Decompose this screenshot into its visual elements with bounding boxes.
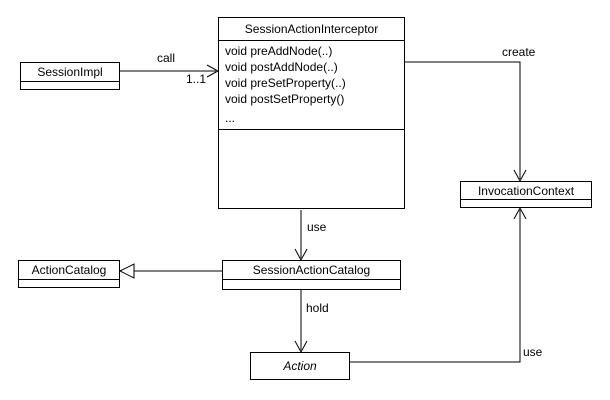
class-name-action: Action [283, 359, 317, 373]
class-box-invocation-context: InvocationContext [460, 181, 592, 208]
empty-compartment [19, 280, 119, 287]
method-signature: void postAddNode(..) [225, 60, 338, 74]
class-name-session-action-interceptor: SessionActionInterceptor [219, 18, 404, 41]
method-ellipsis: ... [225, 111, 236, 125]
class-box-session-impl: SessionImpl [20, 62, 120, 90]
method-signature: void postSetProperty() [225, 92, 345, 106]
method-signature: void preAddNode(..) [225, 44, 333, 58]
edge-label-use-catalog: use [307, 220, 327, 234]
empty-compartment [21, 82, 119, 89]
edge-label-use-context: use [523, 345, 543, 359]
class-name-session-impl: SessionImpl [21, 63, 119, 82]
inheritance-hollow-triangle [118, 263, 135, 279]
edge-label-create: create [502, 45, 536, 59]
methods-compartment: void preAddNode(..) void postAddNode(..)… [219, 41, 404, 130]
empty-compartment [223, 280, 400, 289]
edge-label-hold: hold [306, 301, 329, 315]
use-context-open-arrowhead [513, 206, 527, 220]
method-signature: void preSetProperty(..) [225, 76, 346, 90]
class-box-session-action-interceptor: SessionActionInterceptor void preAddNode… [218, 17, 405, 209]
edge-label-call: call [157, 51, 176, 65]
class-name-action-catalog: ActionCatalog [19, 261, 119, 280]
empty-compartment [461, 200, 591, 207]
empty-compartment [219, 130, 404, 208]
class-name-session-action-catalog: SessionActionCatalog [223, 261, 400, 280]
edge-label-call-multiplicity: 1..1 [186, 72, 207, 86]
class-box-session-action-catalog: SessionActionCatalog [222, 260, 401, 290]
class-name-invocation-context: InvocationContext [461, 182, 591, 200]
class-box-action-catalog: ActionCatalog [18, 260, 120, 288]
create-association-line [405, 61, 521, 179]
use-context-association-line [350, 210, 521, 363]
class-box-action: Action [250, 352, 350, 380]
